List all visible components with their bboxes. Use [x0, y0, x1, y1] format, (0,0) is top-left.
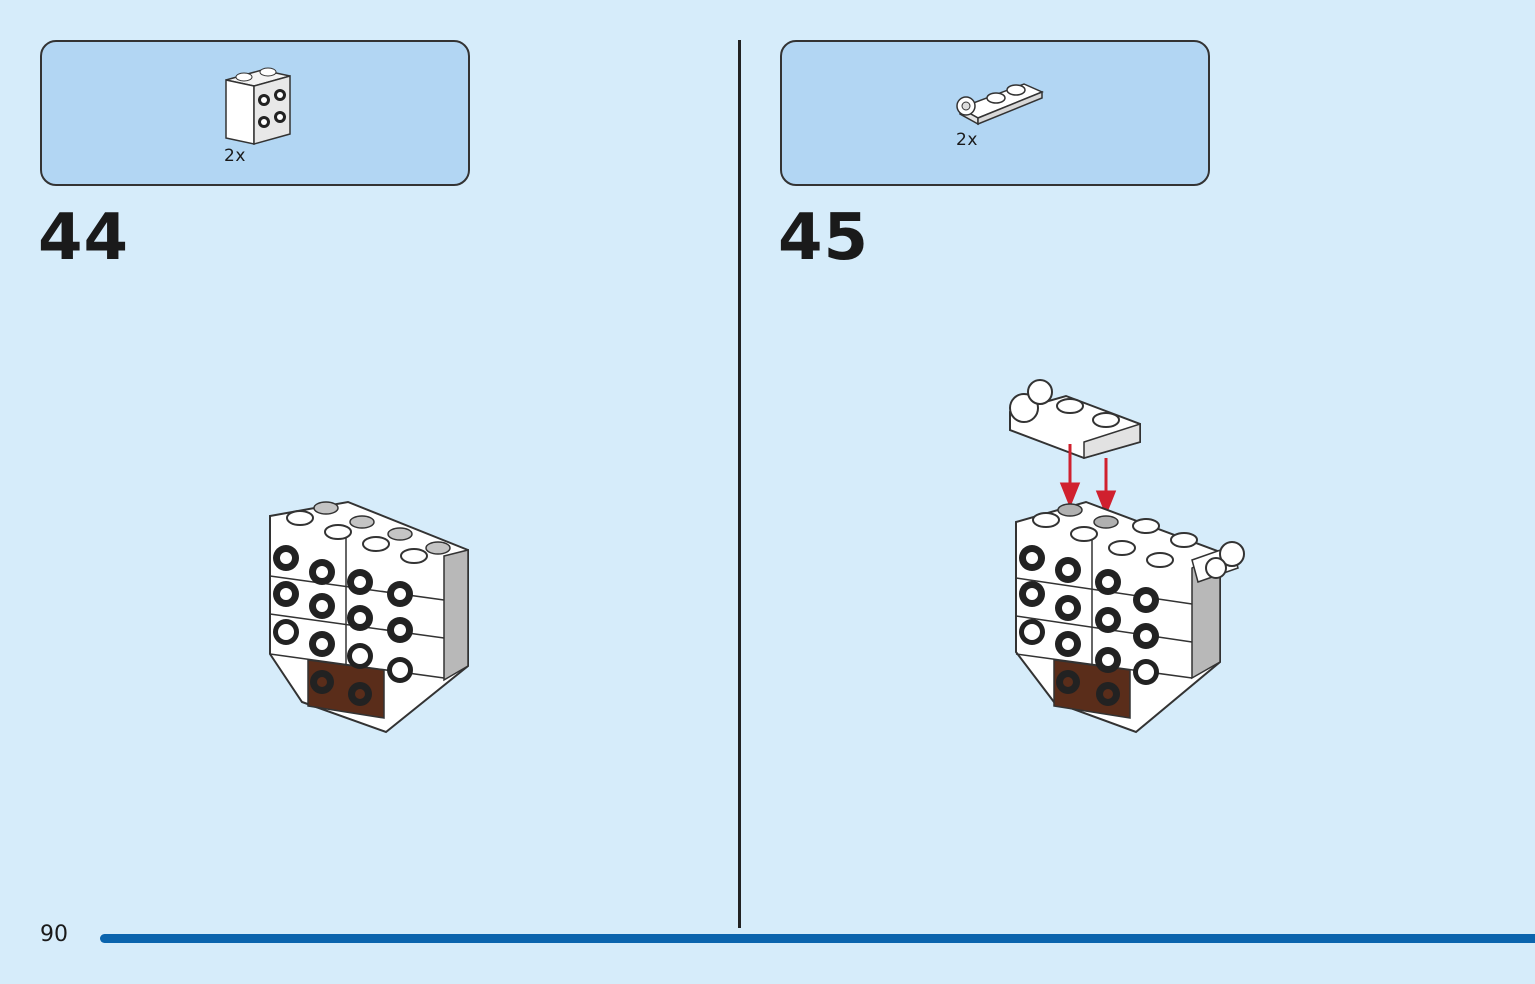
part-quantity: 2x — [956, 130, 978, 150]
part-quantity: 2x — [224, 146, 246, 166]
step-45-model-illustration — [1009, 379, 1245, 734]
plate-1x2-clip-icon — [956, 83, 1044, 126]
step-44-model-illustration — [269, 500, 469, 734]
placement-arrows — [1059, 444, 1117, 517]
step-number: 45 — [778, 201, 870, 275]
progress-bar — [100, 934, 1535, 943]
parts-callout-step-45: 2x — [780, 40, 1210, 186]
brick-1x2-studs-side-icon — [225, 67, 291, 145]
step-number: 44 — [38, 201, 130, 275]
page-number: 90 — [40, 922, 68, 947]
parts-callout-step-44: 2x — [40, 40, 470, 186]
page-divider — [738, 40, 741, 928]
